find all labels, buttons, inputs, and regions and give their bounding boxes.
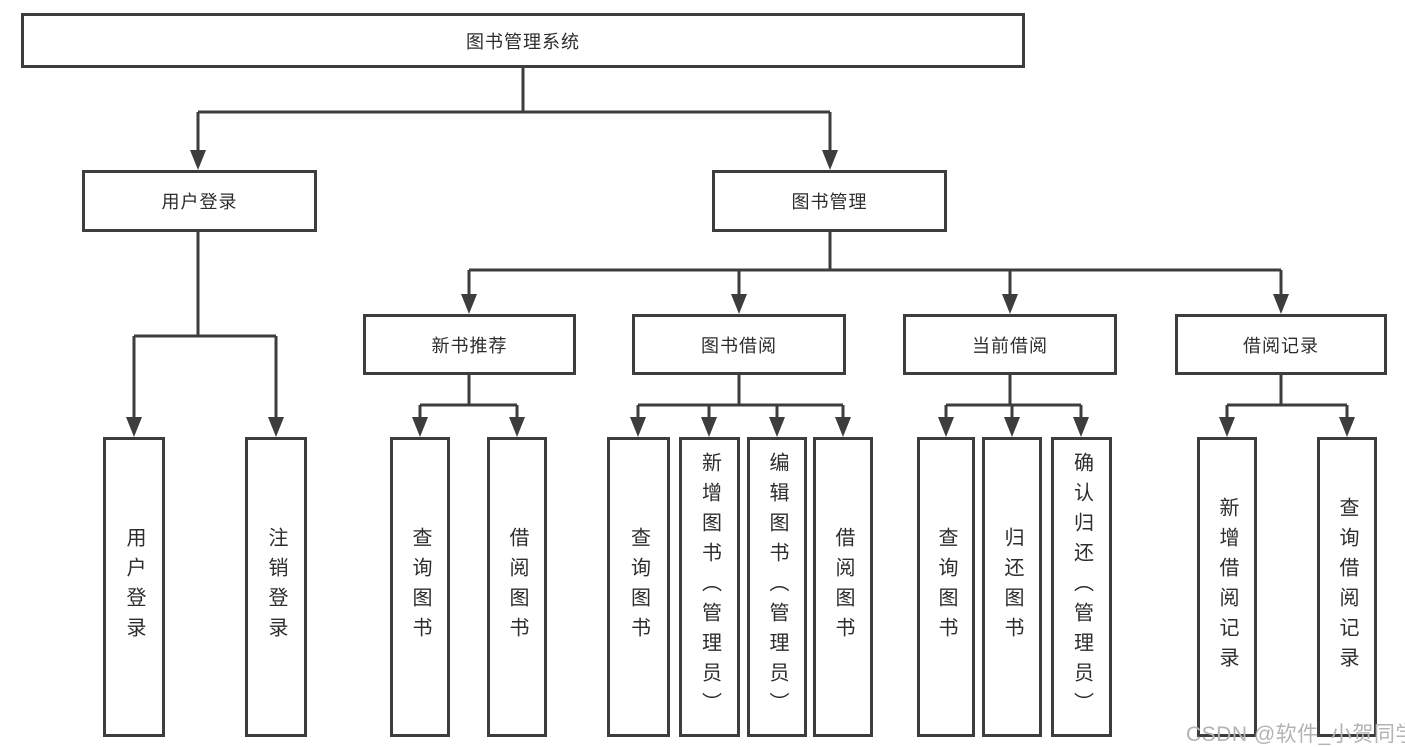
leaf-query-books-recommend: 查询图书: [390, 437, 450, 737]
leaf-query-books-recommend-label: 查询图书: [409, 527, 431, 647]
node-current-borrowing-label: 当前借阅: [972, 335, 1048, 356]
leaf-query-books-borrowing-label: 查询图书: [627, 527, 650, 647]
node-book-management-label: 图书管理: [791, 192, 868, 212]
leaf-query-borrow-record: 查询借阅记录: [1317, 437, 1377, 737]
leaf-edit-books-admin-label: 编辑图书（管理员）: [766, 452, 788, 722]
leaf-query-books-current-label: 查询图书: [935, 527, 957, 647]
leaf-logout-label: 注销登录: [265, 527, 287, 647]
node-new-book-recommend-label: 新书推荐: [431, 335, 508, 356]
node-new-book-recommend: 新书推荐: [363, 314, 576, 375]
leaf-return-books-label: 归还图书: [1001, 527, 1023, 647]
leaf-add-borrow-record: 新增借阅记录: [1197, 437, 1257, 737]
leaf-borrow-books-recommend-label: 借阅图书: [506, 527, 528, 647]
node-root-label: 图书管理系统: [466, 31, 580, 52]
leaf-confirm-return-admin-label: 确认归还（管理员）: [1070, 452, 1093, 722]
node-book-borrowing: 图书借阅: [632, 314, 846, 375]
arrowhead-icons: [126, 150, 1355, 437]
leaf-logout: 注销登录: [245, 437, 307, 737]
node-user-login: 用户登录: [82, 170, 317, 232]
leaf-query-books-current: 查询图书: [917, 437, 975, 737]
leaf-query-books-borrowing: 查询图书: [607, 437, 670, 737]
node-borrowing-records: 借阅记录: [1175, 314, 1387, 375]
leaf-borrow-books-borrowing: 借阅图书: [813, 437, 873, 737]
leaf-user-login: 用户登录: [103, 437, 165, 737]
node-user-login-label: 用户登录: [161, 192, 238, 212]
leaf-return-books: 归还图书: [982, 437, 1042, 737]
node-current-borrowing: 当前借阅: [903, 314, 1117, 375]
node-book-management: 图书管理: [712, 170, 947, 232]
leaf-add-books-admin: 新增图书（管理员）: [679, 437, 740, 737]
leaf-borrow-books-borrowing-label: 借阅图书: [832, 527, 854, 647]
leaf-add-borrow-record-label: 新增借阅记录: [1216, 497, 1238, 677]
leaf-confirm-return-admin: 确认归还（管理员）: [1051, 437, 1112, 737]
leaf-query-borrow-record-label: 查询借阅记录: [1336, 497, 1358, 677]
leaf-edit-books-admin: 编辑图书（管理员）: [747, 437, 807, 737]
leaf-borrow-books-recommend: 借阅图书: [487, 437, 547, 737]
node-borrowing-records-label: 借阅记录: [1243, 335, 1319, 356]
node-book-borrowing-label: 图书借阅: [701, 335, 777, 356]
leaf-add-books-admin-label: 新增图书（管理员）: [698, 452, 721, 722]
leaf-user-login-label: 用户登录: [123, 527, 145, 647]
node-root: 图书管理系统: [21, 13, 1025, 68]
watermark: CSDN @软件_小贺同学: [1186, 723, 1405, 746]
